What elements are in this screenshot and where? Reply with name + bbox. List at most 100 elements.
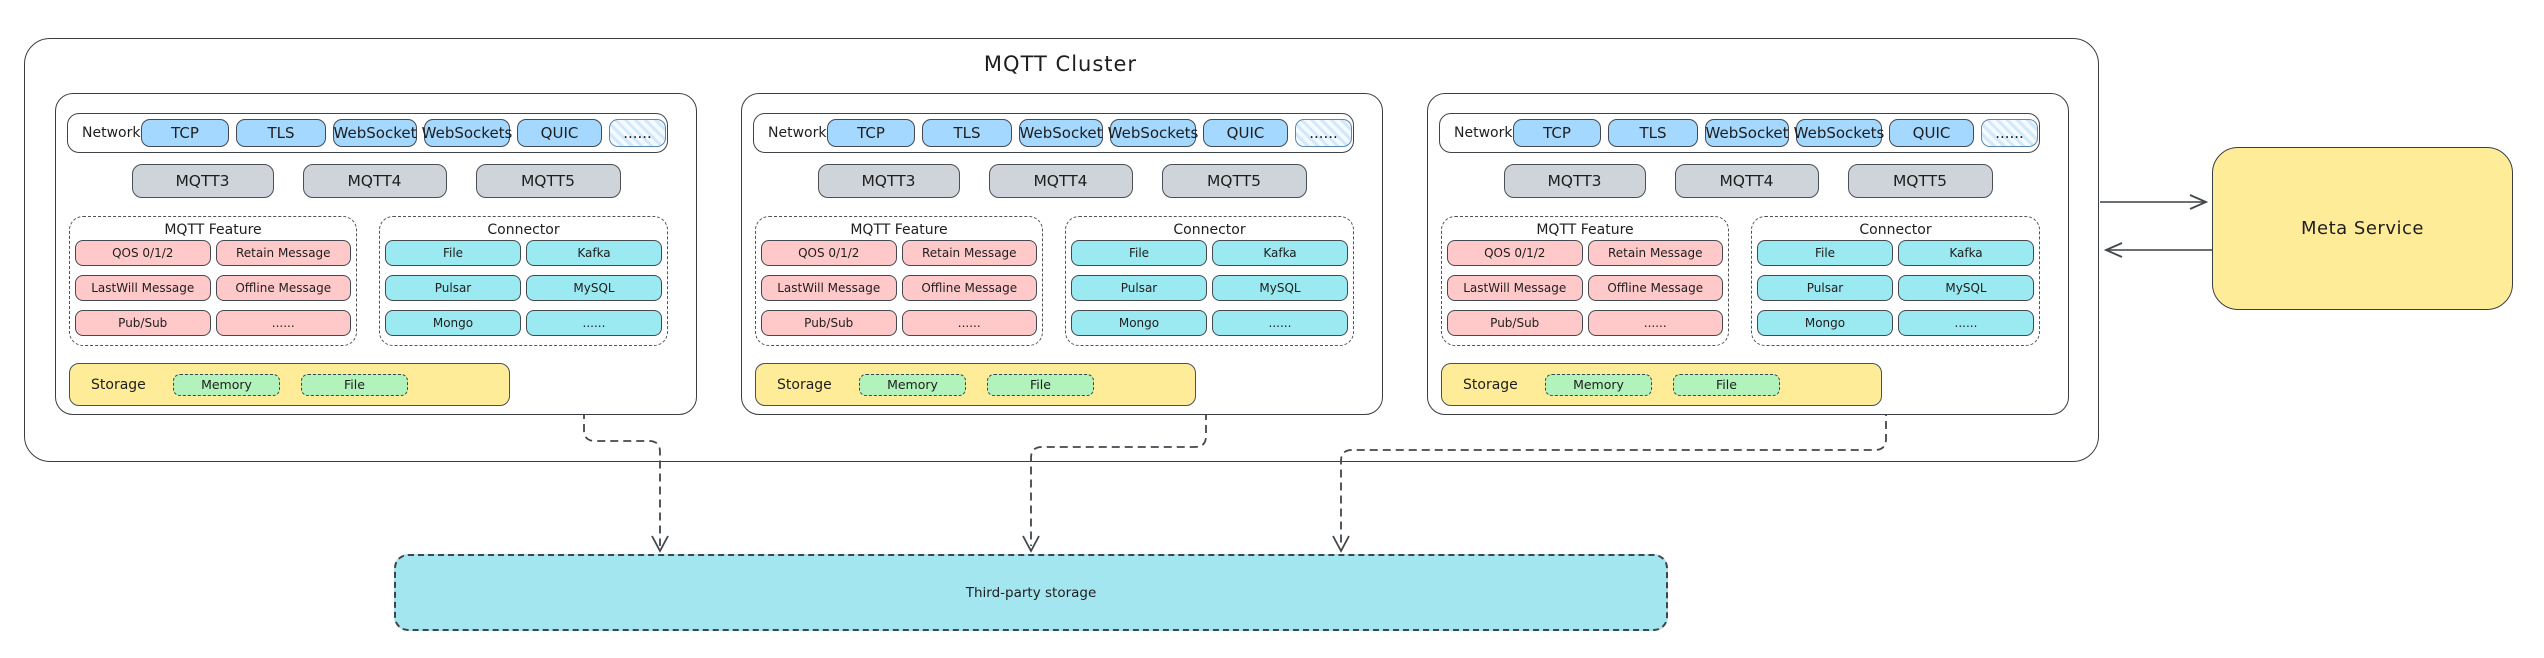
mqtt-feature-title: MQTT Feature	[1536, 222, 1634, 238]
connector-chip: ......	[1898, 310, 2034, 336]
mqtt-feature-chip: ......	[901, 310, 1037, 336]
protocol-chip: WebSocket	[1019, 119, 1103, 147]
connector-chip: Mongo	[1757, 310, 1893, 336]
mqtt-feature-chip: Pub/Sub	[761, 310, 897, 336]
connector-chip: File	[385, 240, 521, 266]
mqtt-feature-title: MQTT Feature	[850, 222, 948, 238]
mqtt-feature-chip: Offline Message	[901, 275, 1037, 301]
connector-title: Connector	[1859, 222, 1932, 238]
mqtt-version-box: MQTT4	[1674, 164, 1819, 198]
third-party-storage-box: Third-party storage	[394, 554, 1668, 631]
protocol-chip: WebSockets	[1108, 119, 1198, 147]
storage-type-chip: File	[301, 373, 408, 396]
mqtt-feature-chip: LastWill Message	[761, 275, 897, 301]
mqtt-feature-chip: Pub/Sub	[1447, 310, 1583, 336]
arrowhead-down-2	[1022, 535, 1040, 553]
mqtt-feature-chip: ......	[1587, 310, 1723, 336]
arrowhead-down-1	[651, 535, 669, 553]
mqtt-cluster-title: MQTT Cluster	[983, 52, 1138, 76]
mqtt-feature-chip: ......	[215, 310, 351, 336]
protocol-chip: WebSockets	[422, 119, 512, 147]
mqtt-feature-chip: Retain Message	[1587, 240, 1723, 266]
protocol-chip: QUIC	[517, 119, 602, 147]
connector-chip: MySQL	[1212, 275, 1348, 301]
storage-label: Storage	[777, 376, 832, 393]
connector-chip: MySQL	[526, 275, 662, 301]
protocol-more-chip: ......	[1295, 119, 1352, 147]
storage-type-chip: Memory	[1545, 373, 1652, 396]
connector-chip: Pulsar	[1757, 275, 1893, 301]
mqtt-version-box: MQTT5	[475, 164, 621, 198]
connector-chip: Kafka	[1212, 240, 1348, 266]
storage-type-chip: File	[987, 373, 1094, 396]
connector-chip: Mongo	[1071, 310, 1207, 336]
protocol-chip: TLS	[922, 119, 1012, 147]
mqtt-feature-chip: QOS 0/1/2	[761, 240, 897, 266]
connector-chip: File	[1071, 240, 1207, 266]
mqtt-feature-chip: Offline Message	[1587, 275, 1723, 301]
connector-title: Connector	[1173, 222, 1246, 238]
mqtt-versions-row: MQTT3 MQTT4 MQTT5	[1428, 164, 2068, 198]
storage-type-chip: File	[1673, 373, 1780, 396]
connector-chip: Kafka	[526, 240, 662, 266]
storage-type-chip: Memory	[859, 373, 966, 396]
connector-chip: Mongo	[385, 310, 521, 336]
mqtt-version-box: MQTT3	[1503, 164, 1646, 198]
connector-chip: Kafka	[1898, 240, 2034, 266]
protocol-chip: WebSocket	[1705, 119, 1789, 147]
connector-chip: MySQL	[1898, 275, 2034, 301]
protocol-chip: TLS	[236, 119, 326, 147]
mqtt-version-box: MQTT3	[131, 164, 274, 198]
mqtt-feature-chip: LastWill Message	[75, 275, 211, 301]
connector-chip: File	[1757, 240, 1893, 266]
protocol-chip: TCP	[141, 119, 229, 147]
connector-title: Connector	[487, 222, 560, 238]
mqtt-feature-chip: LastWill Message	[1447, 275, 1583, 301]
storage-bar: Storage Memory File	[755, 363, 1196, 406]
mqtt-version-box: MQTT5	[1847, 164, 1993, 198]
mqtt-version-box: MQTT3	[817, 164, 960, 198]
storage-label: Storage	[91, 376, 146, 393]
mqtt-feature-chip: QOS 0/1/2	[1447, 240, 1583, 266]
network-label: Network	[768, 125, 827, 141]
mqtt-version-box: MQTT4	[302, 164, 447, 198]
connector-chip: Pulsar	[1071, 275, 1207, 301]
connector-chip: ......	[526, 310, 662, 336]
mqtt-versions-row: MQTT3 MQTT4 MQTT5	[56, 164, 696, 198]
connector-chip: Pulsar	[385, 275, 521, 301]
mqtt-feature-chip: Retain Message	[215, 240, 351, 266]
protocol-more-chip: ......	[1981, 119, 2038, 147]
network-label: Network	[1454, 125, 1513, 141]
protocol-chip: QUIC	[1203, 119, 1288, 147]
protocol-chip: TCP	[1513, 119, 1601, 147]
protocol-chip: WebSockets	[1794, 119, 1884, 147]
mqtt-feature-chip: Retain Message	[901, 240, 1037, 266]
arrowhead-down-3	[1332, 535, 1350, 553]
protocol-chip: TLS	[1608, 119, 1698, 147]
protocol-more-chip: ......	[609, 119, 666, 147]
protocol-chip: QUIC	[1889, 119, 1974, 147]
meta-service-box: Meta Service	[2212, 147, 2513, 310]
